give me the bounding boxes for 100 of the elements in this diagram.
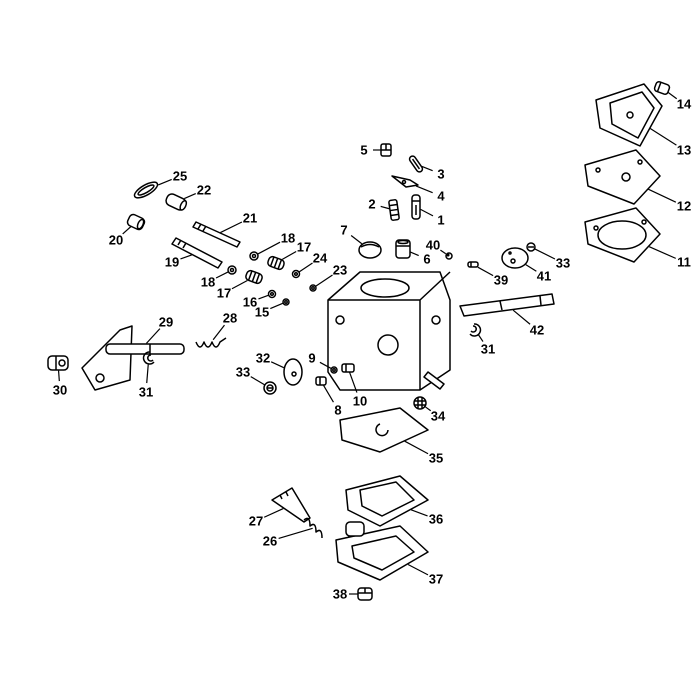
leader-line xyxy=(525,264,537,272)
cover-drawing xyxy=(335,521,429,581)
callout-number: 27 xyxy=(248,514,264,528)
screw-drawing xyxy=(380,143,392,157)
leader-line xyxy=(264,508,284,518)
callout-number: 20 xyxy=(108,234,124,246)
callout-number: 26 xyxy=(262,534,278,548)
callout-number: 13 xyxy=(676,144,692,156)
callout-number: 31 xyxy=(138,386,154,398)
washer-drawing xyxy=(227,265,237,275)
leader-line xyxy=(408,564,428,576)
callout-number: 40 xyxy=(426,238,440,252)
o-ring-drawing xyxy=(134,181,158,199)
leader-line xyxy=(650,128,677,146)
callout-number: 16 xyxy=(242,296,258,308)
plug-drawing xyxy=(315,376,327,386)
clip-drawing xyxy=(470,323,482,337)
callout-number: 37 xyxy=(428,572,444,586)
spring-drawing xyxy=(388,198,400,222)
valve-seat-drawing xyxy=(395,239,411,259)
leader-line xyxy=(668,92,678,100)
needle-drawing xyxy=(192,221,241,248)
callout-number: 42 xyxy=(530,324,544,336)
callout-number: 33 xyxy=(236,366,250,378)
callout-number: 17 xyxy=(296,240,312,254)
spring-drawing xyxy=(244,268,264,286)
callout-number: 30 xyxy=(52,384,68,396)
leader-line xyxy=(416,185,433,194)
screw-drawing xyxy=(271,487,311,523)
leader-line xyxy=(298,262,313,272)
callout-number: 15 xyxy=(254,306,270,318)
callout-number: 28 xyxy=(222,312,238,324)
pin-drawing xyxy=(341,363,355,373)
leader-line xyxy=(410,509,428,516)
disc-drawing xyxy=(283,358,303,386)
callout-number: 19 xyxy=(164,256,180,268)
callout-number: 12 xyxy=(676,200,692,212)
o-ring-drawing xyxy=(309,284,317,292)
callout-number: 3 xyxy=(437,168,445,180)
callout-number: 41 xyxy=(536,270,552,282)
plate-drawing xyxy=(501,247,529,269)
leader-line xyxy=(282,250,296,260)
screw-drawing xyxy=(526,242,536,252)
leader-line xyxy=(184,193,196,200)
callout-number: 10 xyxy=(352,394,368,408)
callout-number: 39 xyxy=(494,274,508,286)
gasket-drawing xyxy=(345,475,429,527)
leader-line xyxy=(478,266,494,276)
washer-drawing xyxy=(268,290,276,298)
screw-drawing xyxy=(263,381,277,395)
leader-line xyxy=(258,294,269,300)
filter-drawing xyxy=(413,396,427,410)
leader-line xyxy=(220,221,242,234)
callout-number: 17 xyxy=(216,286,232,300)
gasket-drawing xyxy=(584,149,661,205)
callout-number: 32 xyxy=(256,352,270,364)
leader-line xyxy=(648,246,676,259)
leader-line xyxy=(349,593,358,595)
leader-line xyxy=(58,370,60,382)
callout-number: 18 xyxy=(280,232,296,244)
gasket-drawing xyxy=(584,207,661,263)
callout-number: 36 xyxy=(428,512,444,526)
leader-line xyxy=(180,254,192,260)
leader-line xyxy=(216,271,228,279)
leader-line xyxy=(270,302,283,310)
leader-line xyxy=(122,226,132,234)
spring-drawing xyxy=(304,518,323,538)
callout-number: 14 xyxy=(676,98,692,110)
leader-line xyxy=(212,324,225,340)
spring-drawing xyxy=(195,337,226,348)
needle-drawing xyxy=(411,194,421,220)
leader-line xyxy=(350,235,362,244)
callout-number: 29 xyxy=(158,316,174,328)
leader-line xyxy=(404,440,428,454)
spring-drawing xyxy=(266,254,286,272)
callout-number: 35 xyxy=(428,452,444,464)
leader-line xyxy=(410,252,419,256)
lever-drawing xyxy=(391,175,419,188)
leader-line xyxy=(380,206,390,210)
callout-number: 38 xyxy=(332,588,348,600)
leader-line xyxy=(158,178,172,186)
leader-line xyxy=(270,361,284,368)
screw-drawing xyxy=(652,80,672,96)
leader-line xyxy=(316,274,333,287)
callout-number: 11 xyxy=(677,256,691,268)
leader-line xyxy=(232,280,248,290)
callout-number: 6 xyxy=(423,252,431,266)
leader-line xyxy=(478,334,484,342)
washer-drawing xyxy=(292,270,300,278)
callout-number: 21 xyxy=(242,212,258,224)
leader-line xyxy=(534,248,556,260)
callout-number: 34 xyxy=(430,410,446,422)
callout-number: 24 xyxy=(312,252,328,264)
leader-line xyxy=(250,376,265,386)
leader-line xyxy=(349,372,358,393)
callout-number: 25 xyxy=(172,170,188,182)
callout-number: 1 xyxy=(437,214,445,226)
ball-drawing xyxy=(445,252,453,260)
pin-drawing xyxy=(467,261,479,268)
screw-drawing xyxy=(357,587,373,601)
